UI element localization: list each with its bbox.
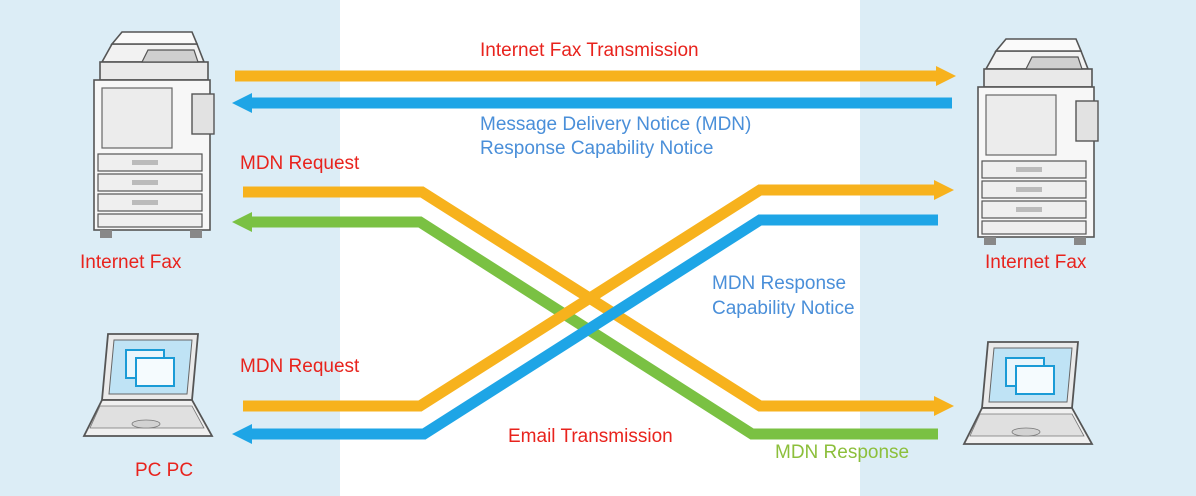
mdn-request-pc-to-fax-arrow <box>243 184 938 412</box>
internet-fax-right-label: Internet Fax <box>985 252 1087 273</box>
mdn-notice-label-line1: Message Delivery Notice (MDN) <box>480 114 752 135</box>
internet-fax-left-icon <box>93 31 215 239</box>
email-transmission-label: Email Transmission <box>508 426 673 447</box>
internet-fax-right-icon <box>977 38 1099 246</box>
mdn-response-capability-label-line1: MDN Response <box>712 273 847 294</box>
mdn-notice-label-line2: Response Capability Notice <box>480 138 714 159</box>
pc-right-laptop-icon <box>963 341 1093 445</box>
mdn-request-fax-to-pc-arrowhead <box>934 396 954 416</box>
mdn-request-pc-label: MDN Request <box>240 356 360 377</box>
pc-left-laptop-icon <box>83 333 213 437</box>
internet-fax-transmission-label: Internet Fax Transmission <box>480 40 699 61</box>
mdn-request-pc-to-fax-arrowhead <box>934 180 954 200</box>
mdn-response-capability-label-line2: Capability Notice <box>712 298 855 319</box>
mdn-return-arrowhead <box>232 93 252 113</box>
mdn-response-label: MDN Response <box>775 442 910 463</box>
pc-left-label: PC PC <box>135 460 194 481</box>
internet-fax-transmission-arrowhead <box>936 66 956 86</box>
mdn-response-pc-to-fax-arrowhead <box>232 212 252 232</box>
internet-fax-left-label: Internet Fax <box>80 252 182 273</box>
mdn-capability-fax-to-pc-arrow <box>248 214 938 440</box>
mdn-capability-fax-to-pc-arrowhead <box>232 424 252 444</box>
mdn-request-fax-label: MDN Request <box>240 153 360 174</box>
